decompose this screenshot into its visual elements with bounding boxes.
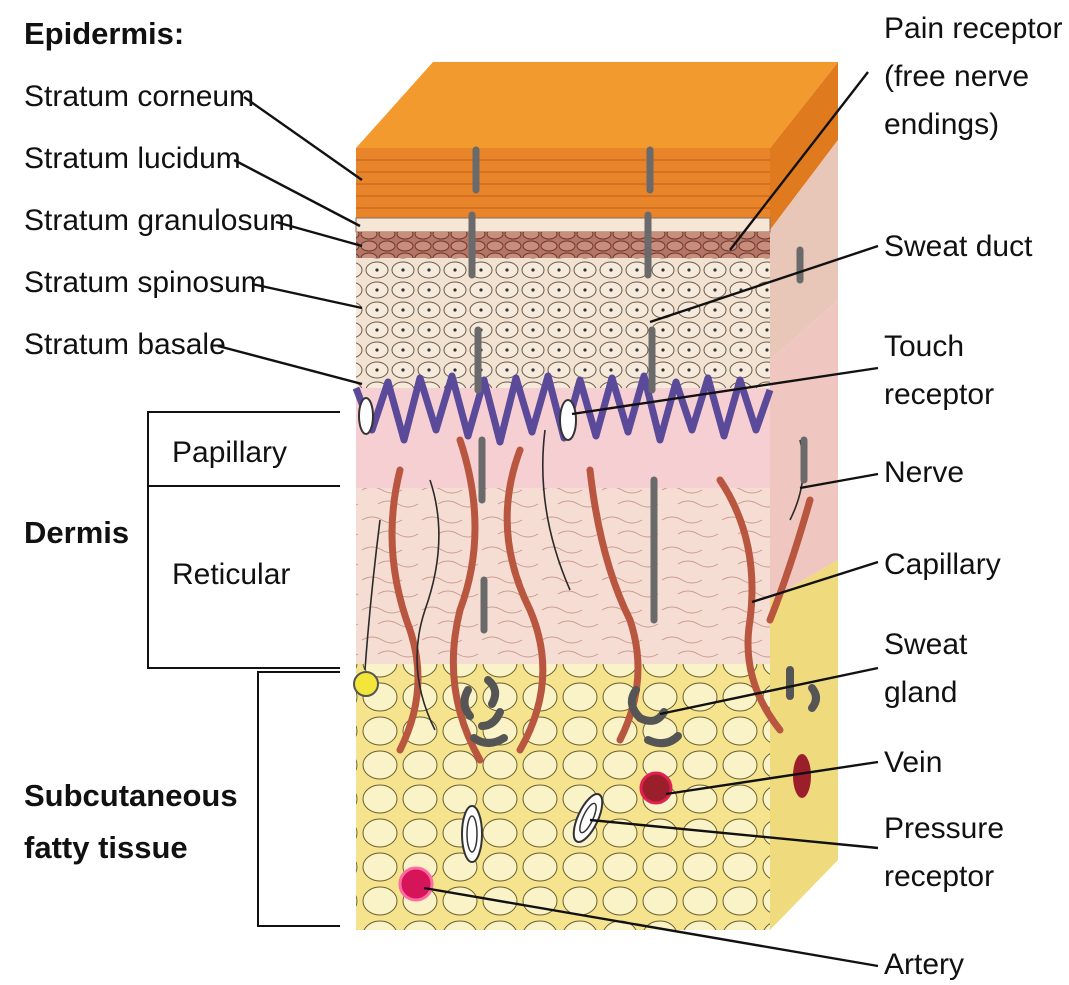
label-stratum-spinosum: Stratum spinosum <box>24 266 266 299</box>
skin-block-side <box>770 62 838 930</box>
label-artery: Artery <box>884 948 964 981</box>
label-nerve: Nerve <box>884 456 964 489</box>
label-pain-receptor-line3: endings) <box>884 108 999 141</box>
label-papillary: Papillary <box>172 436 287 469</box>
nerve-fiber-end <box>354 672 378 696</box>
label-pressure-receptor-line1: Pressure <box>884 812 1004 845</box>
label-pain-receptor-line1: Pain receptor <box>884 12 1062 45</box>
label-capillary: Capillary <box>884 548 1001 581</box>
label-touch-receptor-line1: Touch <box>884 330 964 363</box>
left-leader-lines <box>218 97 362 384</box>
stratum-corneum-layer <box>356 62 838 218</box>
vein-side <box>793 754 811 798</box>
label-stratum-lucidum: Stratum lucidum <box>24 142 241 175</box>
label-sweat-duct: Sweat duct <box>884 230 1033 263</box>
label-vein: Vein <box>884 746 942 779</box>
subcutaneous-header-line1: Subcutaneous <box>24 778 238 813</box>
dermis-header: Dermis <box>24 515 129 550</box>
artery-cross-section <box>400 868 432 900</box>
subcutaneous-bracket <box>258 672 340 926</box>
label-stratum-corneum: Stratum corneum <box>24 80 254 113</box>
vein-cross-section <box>641 773 671 803</box>
epidermis-header: Epidermis: <box>24 16 184 51</box>
label-sweat-gland-line1: Sweat <box>884 628 968 661</box>
label-pressure-receptor-line2: receptor <box>884 860 994 893</box>
label-touch-receptor-line2: receptor <box>884 378 994 411</box>
label-reticular: Reticular <box>172 558 290 591</box>
stratum-granulosum-layer <box>356 232 770 258</box>
label-pain-receptor-line2: (free nerve <box>884 60 1029 93</box>
label-stratum-granulosum: Stratum granulosum <box>24 204 294 237</box>
subcutaneous-header-line2: fatty tissue <box>24 830 188 865</box>
stratum-spinosum-layer <box>356 258 770 388</box>
label-sweat-gland-line2: gland <box>884 676 957 709</box>
stratum-lucidum-layer <box>356 218 770 232</box>
label-stratum-basale: Stratum basale <box>24 328 226 361</box>
